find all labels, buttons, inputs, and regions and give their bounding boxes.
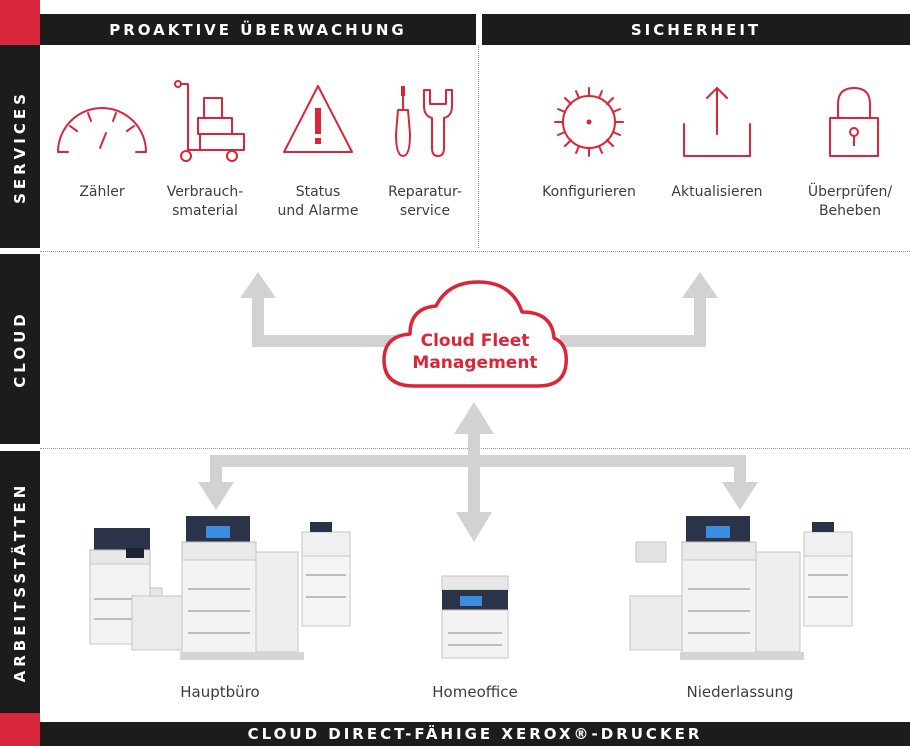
side-label-services: SERVICES — [0, 45, 40, 248]
arrow-head-monitoring — [240, 272, 276, 298]
printer-main-office-front — [131, 516, 304, 660]
warning-icon — [283, 85, 353, 153]
service-label-supplies-line1: Verbrauch- — [166, 184, 244, 200]
service-label-repair-line2: service — [399, 203, 451, 219]
padlock-icon — [829, 87, 879, 157]
service-label-counter-line1: Zähler — [79, 184, 125, 200]
service-label-status: Status und Alarme — [263, 183, 373, 221]
service-label-status-line2: und Alarme — [277, 203, 359, 219]
cloud-label: Cloud Fleet Management — [390, 330, 560, 374]
service-label-supplies: Verbrauch- smaterial — [150, 183, 260, 221]
services-divider — [478, 45, 479, 248]
arrow-cloud-to-security-h — [560, 335, 706, 347]
location-label-main-office: Hauptbüro — [180, 683, 260, 701]
upload-icon — [683, 87, 751, 157]
service-label-configure: Konfigurieren — [524, 183, 654, 202]
printer-home-office — [441, 575, 509, 659]
arrow-center-shaft — [468, 430, 480, 516]
cloud-icon — [382, 280, 568, 388]
speedometer-icon — [57, 107, 147, 153]
arrow-cloud-to-monitoring-v — [252, 296, 264, 347]
arrow-head-cloud — [454, 402, 494, 434]
hand-truck-icon — [174, 80, 245, 162]
service-label-verify-line1: Überprüfen/ — [807, 184, 893, 200]
service-label-update: Aktualisieren — [655, 183, 779, 202]
divider-services-cloud — [40, 251, 910, 252]
corner-accent-top — [0, 0, 40, 45]
service-label-status-line1: Status — [295, 184, 341, 200]
printer-branch-finisher — [803, 522, 853, 627]
footer-bar: CLOUD DIRECT-FÄHIGE XEROX®-DRUCKER — [40, 722, 910, 746]
location-label-home-office: Homeoffice — [432, 683, 518, 701]
arrow-head-home-office — [456, 512, 492, 542]
cloud-label-line2: Management — [412, 353, 538, 373]
printer-main-office-finisher — [301, 522, 351, 627]
arrow-cloud-to-security-v — [694, 296, 706, 347]
arrow-distribution-bar — [210, 455, 746, 467]
arrow-head-security — [682, 272, 718, 298]
footer-title: CLOUD DIRECT-FÄHIGE XEROX®-DRUCKER — [247, 725, 703, 743]
service-label-repair-line1: Reparatur- — [388, 184, 462, 200]
gear-icon — [554, 87, 624, 157]
service-label-configure-line1: Konfigurieren — [542, 184, 636, 200]
side-label-cloud: CLOUD — [0, 254, 40, 444]
arrow-branch-shaft — [734, 455, 746, 485]
tools-icon — [395, 86, 453, 157]
cloud-label-line1: Cloud Fleet — [420, 331, 530, 351]
service-label-repair: Reparatur- service — [370, 183, 480, 221]
location-label-branch: Niederlassung — [686, 683, 794, 701]
corner-accent-bottom — [0, 713, 40, 746]
arrow-main-office-shaft — [210, 455, 222, 485]
header-proactive-monitoring-title: PROAKTIVE ÜBERWACHUNG — [109, 20, 407, 39]
printer-group-branch — [629, 516, 853, 660]
header-proactive-monitoring: PROAKTIVE ÜBERWACHUNG — [40, 14, 476, 45]
service-label-verify-line2: Beheben — [818, 203, 882, 219]
arrow-head-main-office — [198, 482, 234, 510]
header-security-title: SICHERHEIT — [630, 20, 762, 39]
arrow-cloud-to-monitoring-h — [252, 335, 402, 347]
printer-branch-main — [629, 516, 804, 660]
header-security: SICHERHEIT — [482, 14, 910, 45]
service-label-supplies-line2: smaterial — [172, 203, 238, 219]
side-label-workplaces: ARBEITSSTÄTTEN — [0, 451, 40, 713]
arrow-head-branch — [722, 482, 758, 510]
service-label-counter: Zähler — [62, 183, 142, 202]
service-label-verify: Überprüfen/ Beheben — [795, 183, 905, 221]
service-label-update-line1: Aktualisieren — [671, 184, 763, 200]
printer-group-main-office — [89, 516, 351, 660]
